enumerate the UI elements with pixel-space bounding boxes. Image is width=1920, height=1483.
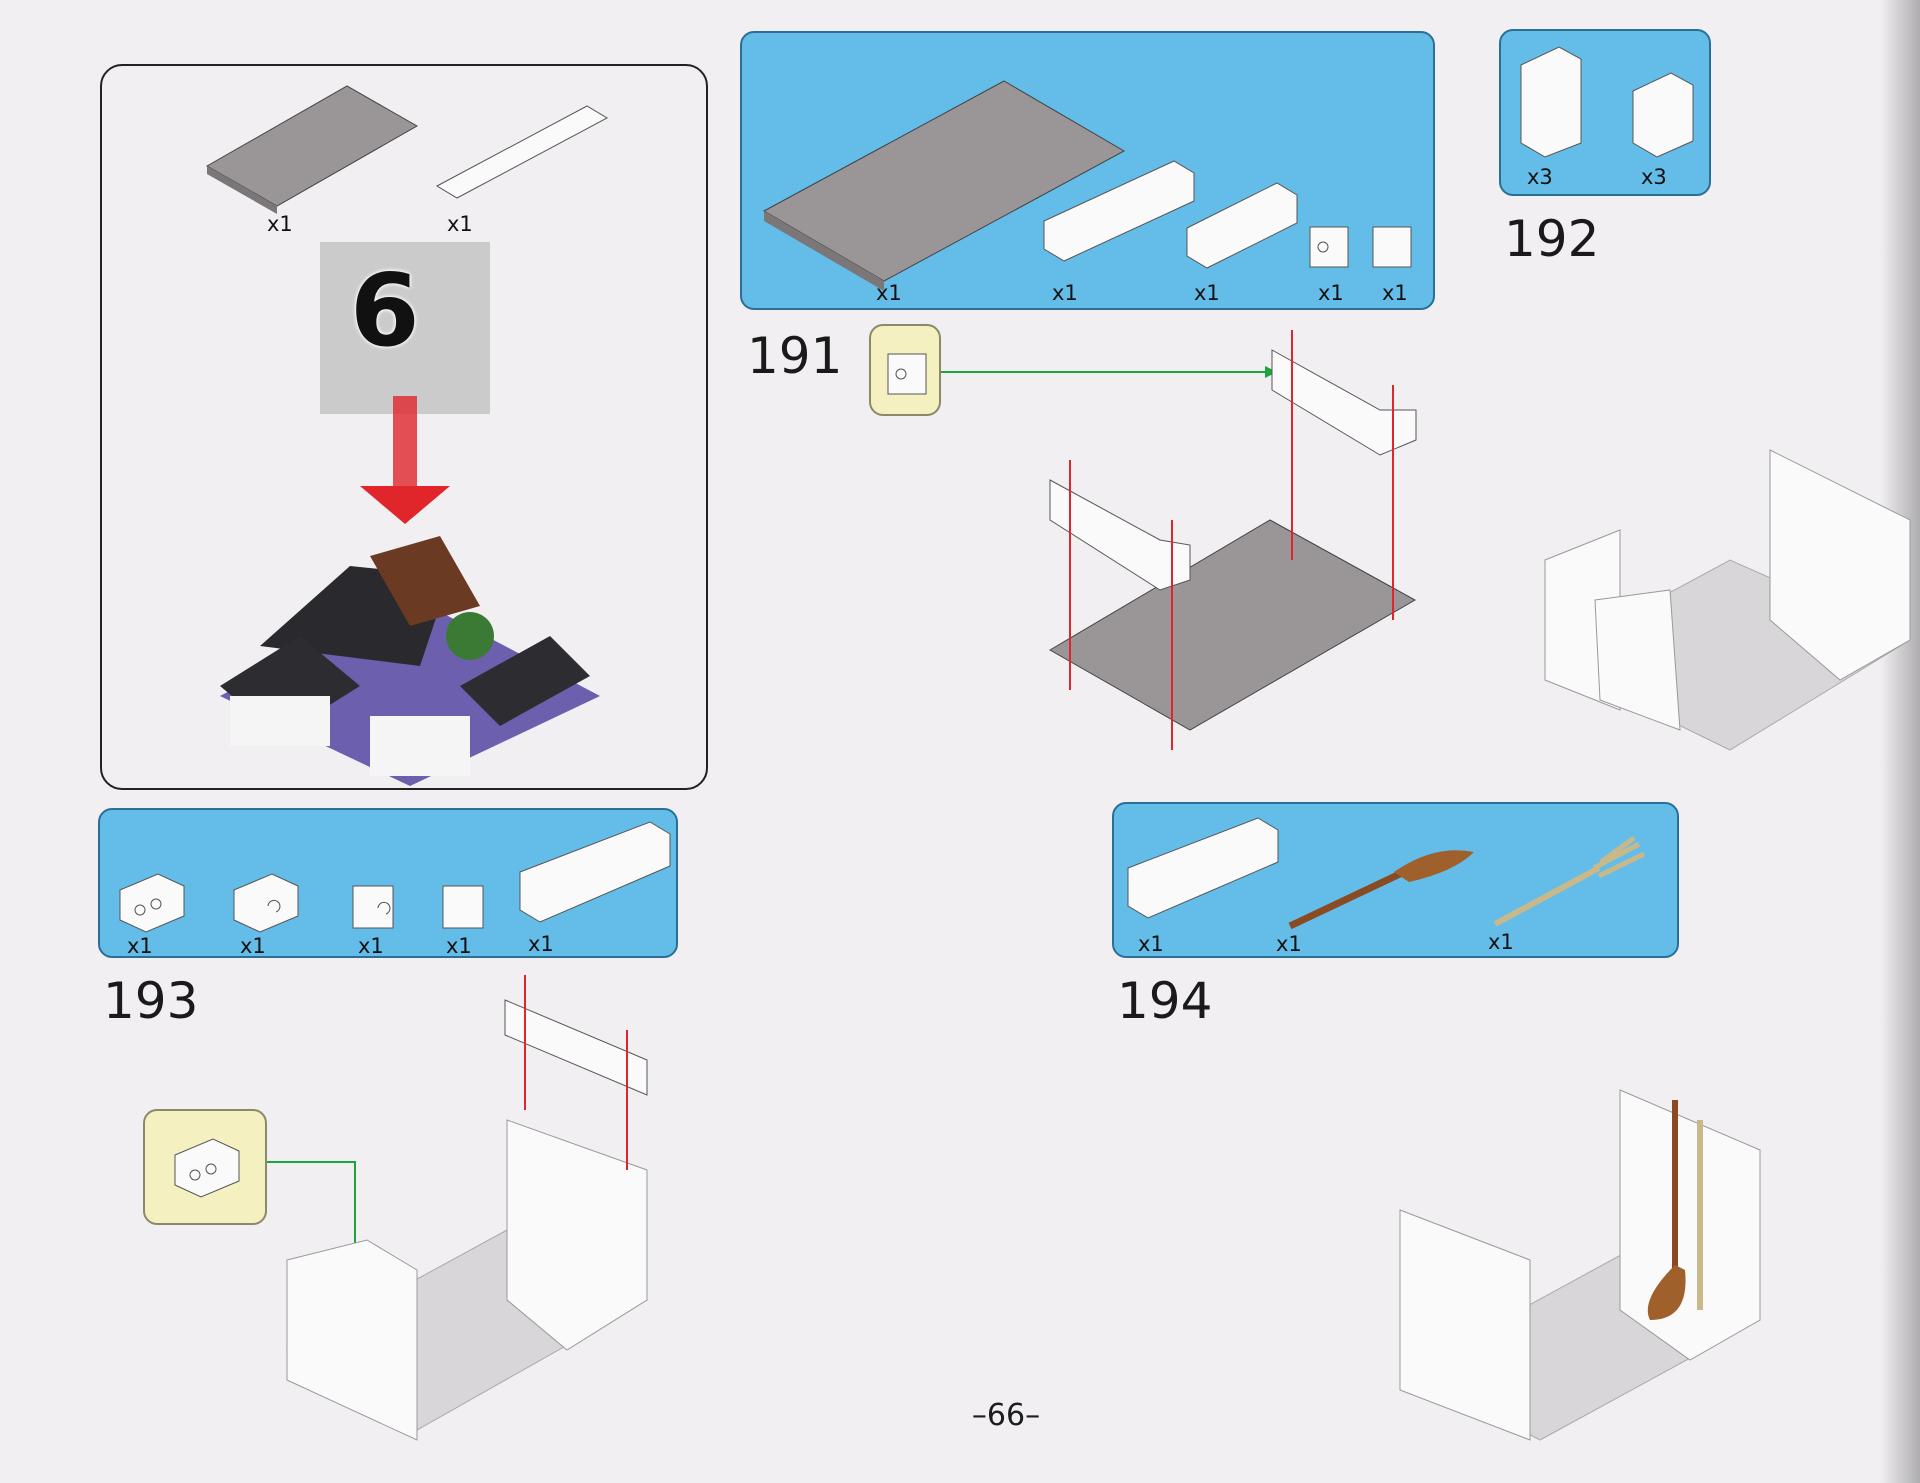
white-brick-1x1-stud-icon xyxy=(887,353,927,395)
step-192-parts-panel: x3 x3 xyxy=(1499,29,1711,196)
white-brick-1x2x2-icon xyxy=(1632,72,1694,158)
white-brick-1x6-icon xyxy=(519,821,671,923)
white-brick-1x6-icon xyxy=(1043,160,1195,262)
white-brick-1x4-icon xyxy=(1186,182,1298,269)
page-edge-shadow xyxy=(1880,0,1920,1483)
step-193-parts-panel: x1 x1 x1 x1 x1 xyxy=(98,808,678,958)
step-194-parts-panel: x1 x1 x1 xyxy=(1112,802,1679,958)
part-qty: x1 xyxy=(267,212,293,236)
part-qty: x1 xyxy=(1276,932,1302,956)
completed-model-image xyxy=(220,536,600,786)
pitchfork-icon xyxy=(1493,835,1646,927)
page-number: –66– xyxy=(971,1398,1041,1433)
part-qty: x1 xyxy=(1052,281,1078,305)
step-number: 193 xyxy=(103,972,199,1030)
part-qty: x1 xyxy=(446,934,472,958)
white-brick-1x6-icon xyxy=(1127,817,1279,919)
white-brick-1x2-studs-icon xyxy=(119,873,185,933)
step-191-parts-panel: x1 x1 x1 x1 x1 xyxy=(740,31,1435,310)
broom-icon xyxy=(1288,850,1474,930)
part-qty: x1 xyxy=(528,932,554,956)
gray-plate-icon xyxy=(762,80,1126,291)
white-brick-1x1-stud-icon xyxy=(1309,226,1349,268)
part-qty: x1 xyxy=(1382,281,1408,305)
step-191-assembly xyxy=(941,330,1417,750)
part-qty: x3 xyxy=(1641,165,1667,189)
step-number: 194 xyxy=(1117,972,1213,1030)
part-qty: x1 xyxy=(1318,281,1344,305)
white-plate-icon xyxy=(435,105,609,199)
step-194-assembly xyxy=(1399,1089,1762,1441)
step-number: 191 xyxy=(747,327,843,385)
white-brick-1x1-icon xyxy=(1372,226,1412,268)
part-qty: x3 xyxy=(1527,165,1553,189)
step-192-assembly xyxy=(1543,449,1912,751)
part-qty: x1 xyxy=(1488,930,1514,954)
white-brick-1x2-clip-icon xyxy=(233,873,299,933)
red-down-arrow-icon xyxy=(360,396,450,524)
step-number: 192 xyxy=(1504,210,1600,268)
white-brick-1x1-icon xyxy=(442,885,484,929)
bag-intro-box: x1 x1 6 xyxy=(100,64,708,790)
step-193-callout xyxy=(143,1109,267,1225)
bag-number: 6 xyxy=(350,252,420,369)
gray-plate-icon xyxy=(205,85,419,214)
parts-bag xyxy=(320,242,490,414)
step-193-assembly xyxy=(267,975,649,1441)
part-qty: x1 xyxy=(240,934,266,958)
part-qty: x1 xyxy=(1194,281,1220,305)
part-qty: x1 xyxy=(876,281,902,305)
part-qty: x1 xyxy=(127,934,153,958)
part-qty: x1 xyxy=(447,212,473,236)
part-qty: x1 xyxy=(1138,932,1164,956)
part-qty: x1 xyxy=(358,934,384,958)
white-brick-1x2-studs-icon xyxy=(174,1138,240,1198)
white-brick-1x2x3-icon xyxy=(1520,46,1582,158)
white-brick-1x1-clip-icon xyxy=(352,885,394,929)
step-191-callout xyxy=(869,324,941,416)
